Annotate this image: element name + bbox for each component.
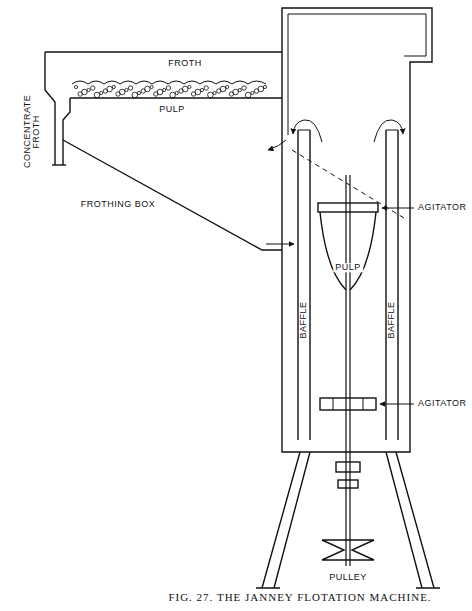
bubble [170,92,176,98]
bubble [132,92,138,98]
froth-box-outer-wall [45,52,55,165]
column-housing [282,8,432,452]
concentrate-label: CONCENTRATE FROTH [23,96,42,168]
figure-caption: FIG. 27. THE JANNEY FLOTATION MACHINE. [168,591,431,603]
frothing-box-label: FROTHING BOX [81,200,156,209]
return-arrow [266,244,294,245]
baffle-label: BAFFLE [299,301,308,338]
bubble [213,91,216,94]
spout-mouth [52,164,66,165]
left-baffle [298,130,310,440]
bubble [175,91,178,94]
bubble [125,88,128,91]
bubble [119,89,125,95]
froth-surface [72,81,266,84]
agitator-label: AGITATOR [416,399,469,408]
bubble [137,91,140,94]
bubble [74,85,77,88]
bubble [245,92,251,98]
bubble [100,91,103,94]
hopper-inner-wall [288,14,426,56]
bubble [200,88,203,91]
impeller-blades [333,398,363,410]
bubble [220,86,226,92]
leader-line [382,208,414,209]
shaft [346,175,350,566]
bubble [128,86,132,90]
pulp-label: PULP [159,105,185,114]
pulley-label: PULLEY [327,573,369,582]
bubble [87,88,90,91]
bubble [188,85,191,88]
froth-label: FROTH [168,59,202,68]
overflow-arrow [268,140,286,150]
flow-arrow [293,120,322,142]
bubble [204,86,208,90]
bubble [263,85,266,88]
bubble [208,92,214,98]
flow-arrow [374,120,403,142]
pulp-label: PULP [333,263,363,272]
bubble [107,86,113,92]
column-inner-wall [288,14,289,135]
bubble [145,86,151,92]
stand-feet [256,587,440,588]
froth-box-rim [45,51,282,52]
bubble [150,85,153,88]
bearing [338,480,358,488]
bubble [82,89,88,95]
lower-agitator [320,398,376,410]
leader-line [380,404,414,405]
bubble [91,86,95,90]
baffle-label: BAFFLE [387,301,396,338]
froth-box-floor [63,140,282,250]
bubble [157,89,163,95]
stand-legs [262,452,434,588]
bubble [182,86,188,92]
froth-bubbles [74,85,266,97]
bubble [166,86,170,90]
upper-agitator-rim [318,203,378,212]
upper-agitator-bell [320,212,376,290]
bubble [251,91,254,94]
pulley [322,540,374,560]
right-baffle [386,130,398,440]
bubble [242,86,246,90]
bubble [233,89,239,95]
bubble [238,88,241,91]
bubble [258,86,264,92]
bubble [195,89,201,95]
pulp-level [70,97,282,98]
spout-inner-wall [63,98,70,165]
bubble [94,92,100,98]
agitator-label: AGITATOR [416,203,469,212]
baffle-tops [298,130,398,131]
bubble [163,88,166,91]
bearing [336,462,360,472]
bubble [226,85,229,88]
bubble [112,85,115,88]
